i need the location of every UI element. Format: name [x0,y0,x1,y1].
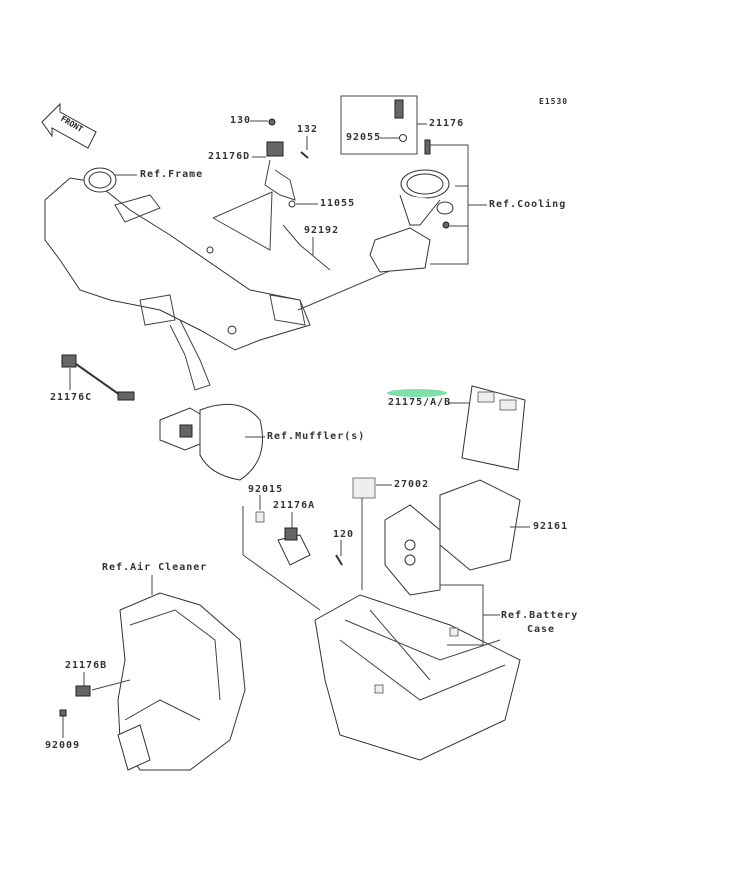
highlight-mark [387,389,447,397]
part-label-92161[interactable]: 92161 [533,521,569,532]
part-label-92009[interactable]: 92009 [45,740,81,751]
part-label-21176A[interactable]: 21176A [273,500,316,511]
battery-case [314,594,521,761]
part-label-21175-A-B[interactable]: 21175/A/B [388,397,452,408]
ecu-unit [461,385,526,471]
part-label-132[interactable]: 132 [297,124,319,135]
air-cleaner [117,592,246,771]
part-label-21176D[interactable]: 21176D [208,151,251,162]
ref-air-cleaner-label[interactable]: Ref.Air Cleaner [102,562,208,573]
part-label-21176C[interactable]: 21176C [50,392,93,403]
part-label-92015[interactable]: 92015 [248,484,284,495]
frame-part [44,167,311,391]
thermostat-housing [369,139,454,273]
sensor-21176A [277,527,311,566]
diagram-code: E1530 [539,97,569,106]
part-label-11055[interactable]: 11055 [320,198,356,209]
part-label-130[interactable]: 130 [230,115,252,126]
part-label-92055[interactable]: 92055 [346,132,382,143]
sensor-21176B [75,685,91,697]
ref-muffler-label[interactable]: Ref.Muffler(s) [267,431,366,442]
ref-battery-case-label[interactable]: Ref.Battery [501,610,579,621]
sensor-21176C [61,354,135,401]
ref-frame-label[interactable]: Ref.Frame [140,169,204,180]
front-arrow-icon: FRONT [41,102,97,149]
part-label-21176B[interactable]: 21176B [65,660,108,671]
muffler-part [159,403,263,481]
part-label-27002[interactable]: 27002 [394,479,430,490]
ref-battery-case-label-line2[interactable]: Case [527,624,556,635]
sensor-21176D [264,118,331,271]
ref-cooling-label[interactable]: Ref.Cooling [489,199,567,210]
part-label-92192[interactable]: 92192 [304,225,340,236]
part-label-120[interactable]: 120 [333,529,355,540]
part-label-21176[interactable]: 21176 [429,118,465,129]
